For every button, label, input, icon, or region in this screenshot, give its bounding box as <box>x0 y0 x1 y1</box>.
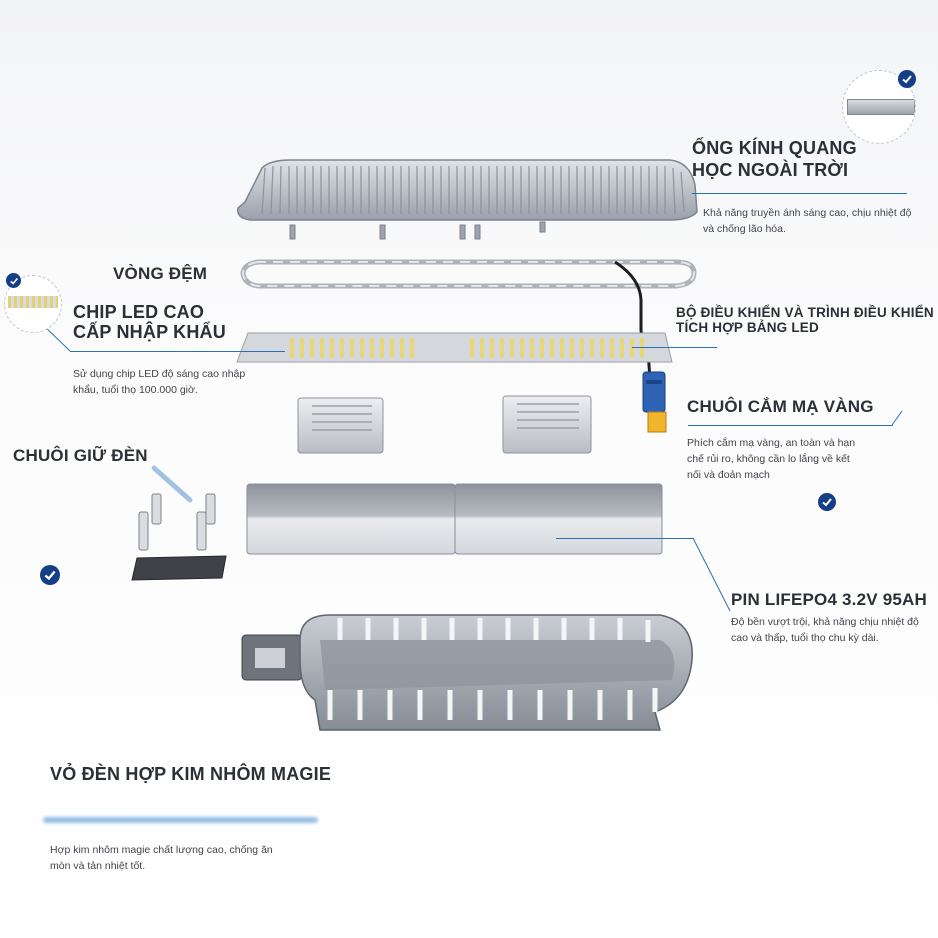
check-circle-icon <box>898 70 916 88</box>
housing-title: VỎ ĐÈN HỢP KIM NHÔM MAGIE <box>50 764 332 784</box>
lamp-holder-parts <box>131 493 227 581</box>
gasket-title: VÒNG ĐỆM <box>113 264 208 283</box>
led-chip-board <box>236 332 673 363</box>
battery-leader-line-diag <box>692 537 731 612</box>
lens-title: ỐNG KÍNH QUANG HỌC NGOÀI TRỜI <box>692 138 857 181</box>
holder-blur-stroke <box>151 465 193 503</box>
thermal-pads <box>297 395 592 454</box>
holder-title: CHUÔI GIỮ ĐÈN <box>13 446 148 465</box>
aluminum-housing <box>241 614 693 731</box>
gasket-ring <box>240 259 697 289</box>
chip-leader-line-h <box>70 351 285 352</box>
lens-description: Khả năng truyền ánh sáng cao, chịu nhiệt… <box>703 207 912 235</box>
lifepo4-battery <box>246 483 663 555</box>
chip-title: CHIP LED CAO CẤP NHẬP KHẨU <box>73 302 226 343</box>
chip-description: Sử dụng chip LED độ sáng cao nhập khẩu, … <box>73 368 246 396</box>
lens-leader-line <box>692 193 907 194</box>
battery-leader-line-h <box>556 538 694 539</box>
optical-lens-cover <box>237 159 698 240</box>
plug-leader-line <box>688 425 893 426</box>
check-circle-icon <box>818 493 836 511</box>
housing-accent-bar <box>43 817 318 823</box>
housing-description: Hợp kim nhôm magie chất lượng cao, chống… <box>50 844 273 872</box>
controller-title: BỘ ĐIỀU KHIỂN VÀ TRÌNH ĐIỀU KHIỂN TÍCH H… <box>676 305 934 335</box>
check-circle-icon <box>6 273 21 288</box>
plug-leader-tip <box>891 410 903 426</box>
battery-description: Độ bền vượt trội, khả năng chịu nhiệt độ… <box>731 616 919 644</box>
battery-title: PIN LIFEPO4 3.2V 95AH <box>731 590 927 609</box>
plug-title: CHUÔI CẮM MẠ VÀNG <box>687 397 874 416</box>
controller-leader-line <box>632 347 717 348</box>
check-circle-icon <box>40 565 60 585</box>
plug-description: Phích cắm mạ vàng, an toàn và hạn chế rủ… <box>687 437 856 481</box>
